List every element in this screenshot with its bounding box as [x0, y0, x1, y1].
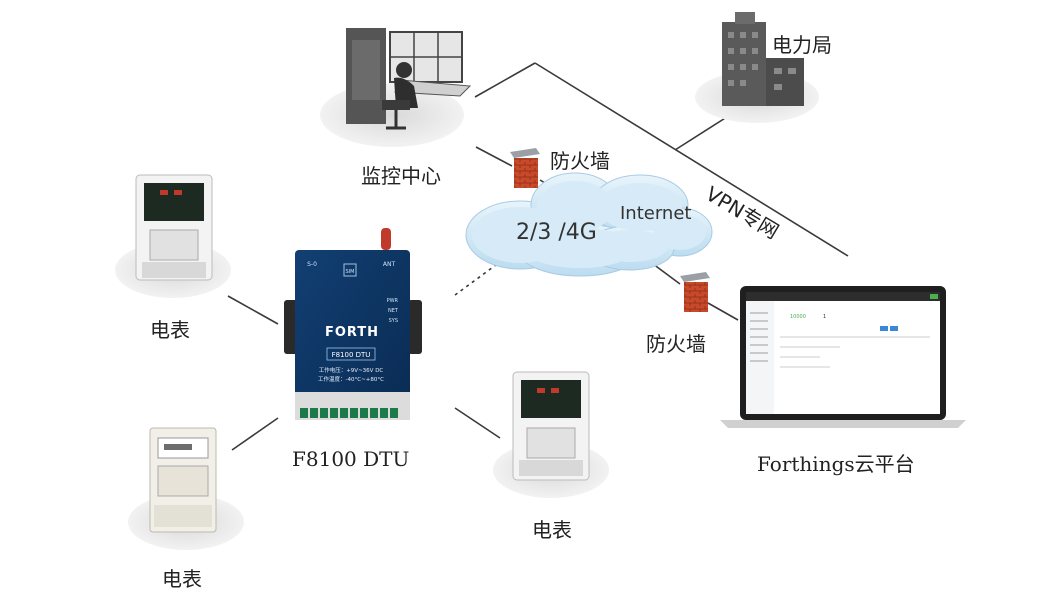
- laptop-stat-value-2: 1: [823, 314, 826, 320]
- line-vpn-to-laptop: [534, 62, 849, 257]
- dtu-sim-tag: SIM: [346, 269, 355, 275]
- dtu-device-icon: SIM S-0 ANT PWR NET SYS FORTH F8100 DTU …: [284, 228, 422, 420]
- dtu-spec-temp: 工作温度：-40°C~+80°C: [318, 375, 384, 383]
- monitoring-center-icon: [320, 28, 472, 147]
- meter-top-left-label: 电表: [150, 318, 190, 342]
- dtu-ant-tag: ANT: [383, 261, 396, 268]
- cellular-label: 2/3 /4G: [516, 220, 597, 245]
- firewall-top-label: 防火墙: [550, 149, 610, 173]
- meter-top-left-icon: [115, 174, 231, 298]
- dtu-caption: F8100 DTU: [292, 447, 410, 471]
- line-center-to-vpn: [474, 62, 536, 98]
- internet-cloud: [465, 172, 713, 277]
- laptop-icon: 10000 1: [720, 286, 966, 428]
- dtu-led-net: NET: [388, 308, 399, 314]
- line-dtu-to-meter3: [454, 407, 501, 439]
- meter-center-label: 电表: [532, 518, 572, 542]
- dtu-led-pwr: PWR: [387, 298, 399, 304]
- power-bureau-label: 电力局: [772, 33, 832, 57]
- line-dtu-to-cloud: [454, 261, 501, 296]
- firewall-bottom-label: 防火墙: [646, 332, 706, 356]
- line-vpn-to-bureau: [674, 114, 731, 151]
- internet-label: Internet: [620, 203, 692, 224]
- meter-center-icon: [493, 371, 609, 498]
- meter-bottom-left-label: 电表: [162, 567, 202, 591]
- laptop-stat-value: 10000: [790, 314, 806, 320]
- dtu-brand-logo: FORTH: [325, 325, 379, 340]
- firewall-bottom-icon: [680, 272, 710, 312]
- firewall-top-icon: [510, 148, 540, 188]
- cloud-platform-caption: Forthings云平台: [757, 452, 915, 476]
- dtu-spec-voltage: 工作电压：+9V~36V DC: [319, 366, 384, 374]
- line-meter1-to-dtu: [227, 295, 279, 325]
- line-meter2-to-dtu: [231, 417, 279, 451]
- monitoring-center-label: 监控中心: [361, 164, 441, 188]
- meter-bottom-left-icon: [128, 427, 244, 550]
- line-center-to-firewall: [475, 146, 513, 167]
- dtu-top-left-tag: S-0: [307, 261, 317, 268]
- dtu-model-plate: F8100 DTU: [332, 351, 371, 359]
- line-firewall2-to-laptop: [707, 302, 739, 321]
- power-bureau-icon: [695, 12, 819, 123]
- dtu-led-sys: SYS: [389, 318, 398, 324]
